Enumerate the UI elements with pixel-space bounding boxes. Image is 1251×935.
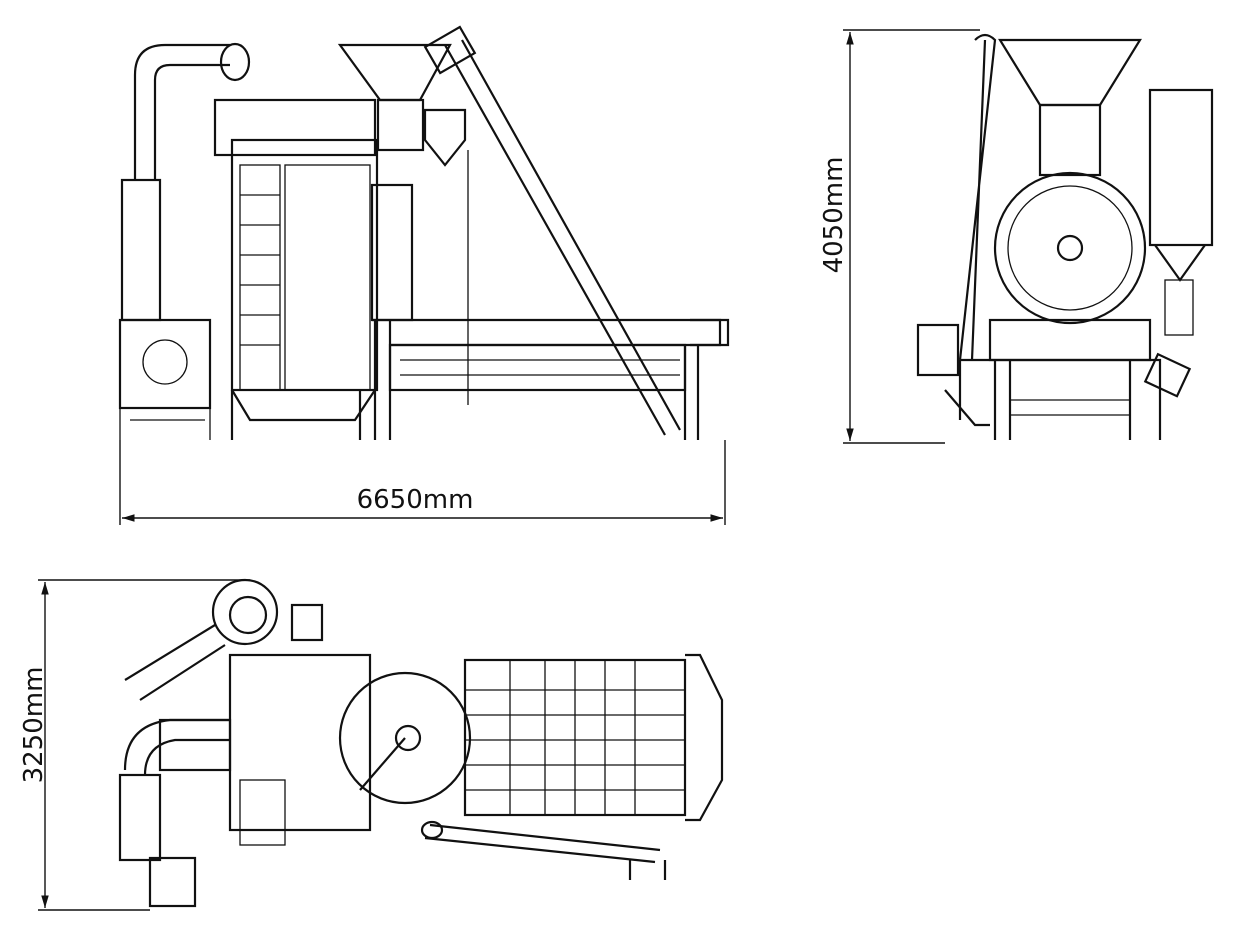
ladder (239, 779, 286, 846)
fan-housing (211, 578, 279, 646)
screw-elevator (444, 39, 681, 436)
main-cabinet (228, 653, 372, 832)
cyclone (120, 178, 162, 322)
upper-housing (213, 98, 377, 157)
drum (993, 171, 1147, 325)
height-dimension (843, 29, 980, 444)
cyclone (1148, 88, 1214, 247)
depth-dimension (38, 579, 250, 911)
width-label: 6650mm (357, 485, 474, 515)
main-cabinet (230, 138, 379, 392)
depth-label: 3250mm (19, 667, 49, 784)
width-dimension (119, 440, 726, 525)
hopper (998, 38, 1142, 107)
conveyor-frame (372, 318, 722, 347)
height-label: 4050mm (819, 157, 849, 274)
top-view (118, 578, 724, 908)
side-view (916, 33, 1214, 440)
duct-pipe (124, 624, 226, 701)
drum-top (338, 671, 472, 805)
fan-box (118, 318, 212, 410)
duct-pipe (133, 43, 230, 180)
screw-elevator (424, 823, 661, 864)
hopper (337, 43, 452, 102)
ladder (239, 164, 281, 391)
conveyor (388, 343, 687, 392)
front-view (118, 25, 730, 440)
